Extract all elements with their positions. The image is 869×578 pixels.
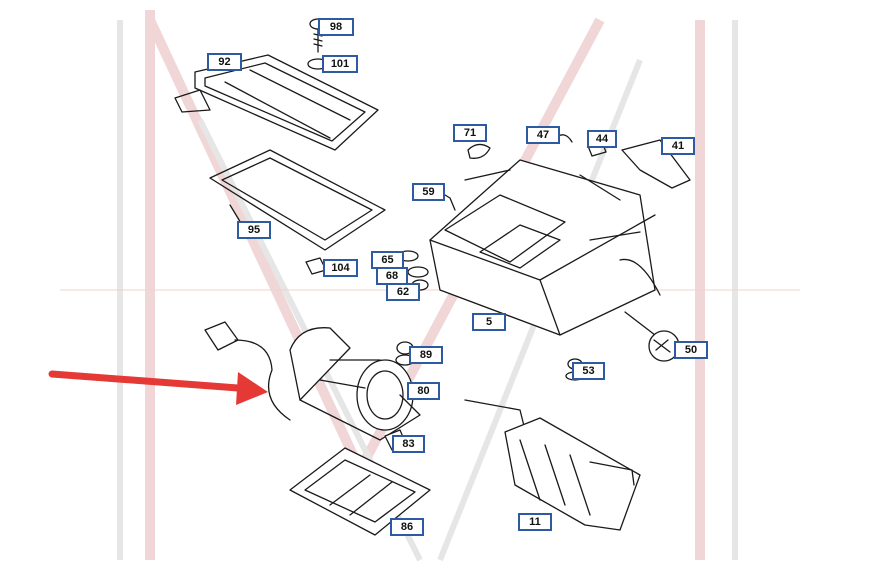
clamp-71 xyxy=(467,143,491,159)
callout-83[interactable]: 83 xyxy=(392,435,425,453)
callout-41[interactable]: 41 xyxy=(661,137,695,155)
callout-104[interactable]: 104 xyxy=(323,259,358,277)
callout-53[interactable]: 53 xyxy=(572,362,605,380)
callout-95[interactable]: 95 xyxy=(237,221,271,239)
blower-connector xyxy=(204,321,291,421)
callout-80[interactable]: 80 xyxy=(407,382,440,400)
heater-core-11 xyxy=(464,399,641,531)
sunroof-frame-92 xyxy=(174,54,379,151)
callout-47[interactable]: 47 xyxy=(526,126,560,144)
bracket-41 xyxy=(621,139,691,189)
blower-motor-80 xyxy=(289,327,421,441)
wrench-50 xyxy=(624,311,680,362)
callout-89[interactable]: 89 xyxy=(409,346,443,364)
washer-68 xyxy=(407,266,429,278)
callout-71[interactable]: 71 xyxy=(453,124,487,142)
filter-frame-86 xyxy=(289,447,431,536)
heater-housing-5 xyxy=(429,159,661,336)
callout-11[interactable]: 11 xyxy=(518,513,552,531)
callout-101[interactable]: 101 xyxy=(322,55,358,73)
m-watermark-logo xyxy=(60,10,800,562)
callout-68[interactable]: 68 xyxy=(376,267,408,285)
callout-65[interactable]: 65 xyxy=(371,251,404,269)
callout-62[interactable]: 62 xyxy=(386,283,420,301)
callout-5[interactable]: 5 xyxy=(472,313,506,331)
callout-98[interactable]: 98 xyxy=(318,18,354,36)
callout-92[interactable]: 92 xyxy=(207,53,242,71)
callout-59[interactable]: 59 xyxy=(412,183,445,201)
callout-86[interactable]: 86 xyxy=(390,518,424,536)
red-pointer-arrow xyxy=(48,370,268,405)
callout-44[interactable]: 44 xyxy=(587,130,617,148)
callout-50[interactable]: 50 xyxy=(674,341,708,359)
